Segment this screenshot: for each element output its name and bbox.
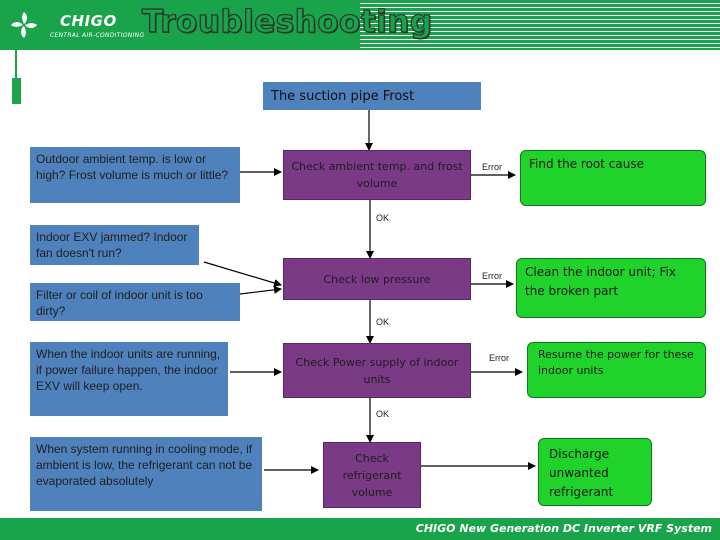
cause-box-power-failure: When the indoor units are running, if po… <box>30 342 228 416</box>
brand-subtitle: CENTRAL AIR-CONDITIONING <box>50 32 145 39</box>
check-box-refrigerant: Check refrigerant volume <box>323 442 421 508</box>
action-box-discharge-refrigerant: Discharge unwanted refrigerant <box>538 438 652 506</box>
error-label-2: Error <box>482 271 502 281</box>
arrow-cause3 <box>239 285 282 295</box>
check-box-ambient: Check ambient temp. and frost volume <box>283 150 471 200</box>
left-accent-line <box>15 50 17 78</box>
error-label-1: Error <box>482 162 502 172</box>
problem-box: The suction pipe Frost <box>263 82 481 110</box>
slide-title: Troubleshooting <box>141 3 433 40</box>
header-bar: CHIGO CENTRAL AIR-CONDITIONING Troublesh… <box>0 0 720 50</box>
action-box-find-root-cause: Find the root cause <box>520 150 706 206</box>
footer-text: CHIGO New Generation DC Inverter VRF Sys… <box>415 522 712 535</box>
footer-bar: CHIGO New Generation DC Inverter VRF Sys… <box>0 518 720 540</box>
arrow-cause2 <box>203 261 282 287</box>
check-box-low-pressure: Check low pressure <box>283 258 471 300</box>
cause-box-exv-jammed: Indoor EXV jammed? Indoor fan doesn't ru… <box>30 225 199 265</box>
cause-box-dirty-filter: Filter or coil of indoor unit is too dir… <box>30 283 240 321</box>
action-box-resume-power: Resume the power for these indoor units <box>527 342 706 398</box>
cause-box-ambient: Outdoor ambient temp. is low or high? Fr… <box>30 147 240 203</box>
ok-label-2: OK <box>376 317 390 327</box>
error-label-3: Error <box>489 353 509 363</box>
check-box-power-supply: Check Power supply of indoor units <box>283 343 471 398</box>
ok-label-3: OK <box>376 409 390 419</box>
brand-name: CHIGO <box>60 12 117 30</box>
chigo-logo-icon <box>11 12 37 38</box>
left-accent-bar <box>12 78 21 104</box>
ok-label-1: OK <box>376 213 390 223</box>
header-stripes <box>360 0 720 50</box>
action-box-clean-indoor-unit: Clean the indoor unit; Fix the broken pa… <box>516 258 706 318</box>
cause-box-low-ambient-cooling: When system running in cooling mode, if … <box>30 437 262 511</box>
